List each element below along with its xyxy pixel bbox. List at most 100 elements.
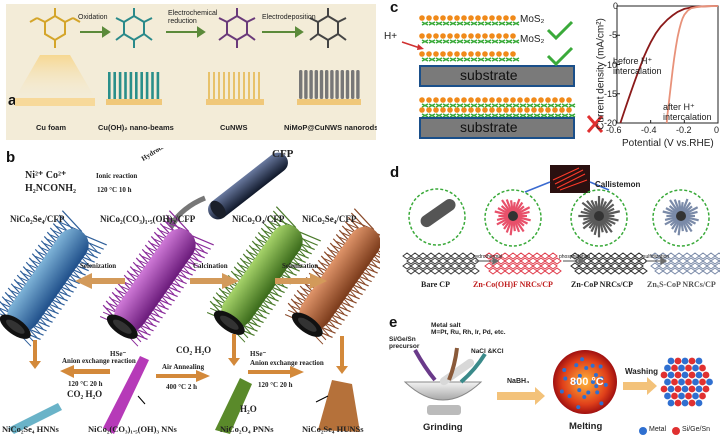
mortar-icon xyxy=(403,381,483,401)
cfp-label: CFP xyxy=(272,148,294,160)
step-hydrothermal: hydrothermal xyxy=(473,254,503,260)
panel-d: d Callistemon hydrotherm xyxy=(385,160,720,308)
tick-x-1: -0.4 xyxy=(641,125,657,135)
anion-label-2: Anion exchange reaction xyxy=(250,359,324,367)
label-cuoh2: Cu(OH)₂ nano-beams xyxy=(98,123,174,132)
rod-nico2o4 xyxy=(206,206,321,343)
arrow-label-selenization-2: Selenization xyxy=(282,262,319,270)
nimop-molecule-icon xyxy=(309,8,347,48)
series-line-1 xyxy=(665,5,719,124)
callistemon-label: Callistemon xyxy=(595,180,641,189)
hplus-arrow-icon xyxy=(401,41,421,49)
annotation-before: before H⁺intercalation xyxy=(613,56,662,76)
substrate-top-label: substrate xyxy=(460,67,518,83)
nimop-substrate xyxy=(297,99,361,105)
tick-x-3: 0 xyxy=(714,125,720,135)
hse-label-2: HSe⁻ xyxy=(250,350,267,358)
hnns-cone xyxy=(8,403,62,434)
cuoh2-substrate xyxy=(106,99,162,105)
substrate-bottom xyxy=(419,117,575,139)
rod-nico2se4-left xyxy=(0,210,107,347)
panel-b-label: b xyxy=(6,149,16,166)
hplus-label: H+ xyxy=(384,31,398,42)
panel-b: b xyxy=(0,148,380,437)
rod-label-4: NiCo₂Se₄/CFP xyxy=(302,214,357,224)
rod-label-2: NiCo₂(CO₃)₁.₅(OH)₃/CFP xyxy=(100,214,196,224)
panel-d-graphic xyxy=(402,165,720,275)
step-electrodeposition: Electrodeposition xyxy=(262,14,316,21)
chart-ylabel: Current density (mA/cm²) xyxy=(595,18,607,130)
panel-c-label: c xyxy=(390,0,399,16)
tick-y-2: -10 xyxy=(604,60,618,70)
tick-y-3: -15 xyxy=(604,89,618,99)
reactant-urea: H₂NCONH₂ xyxy=(25,183,76,194)
step-phosphidation: phosphidation xyxy=(559,254,591,260)
co2h2o-label: CO₂ H₂O xyxy=(67,389,103,399)
bottom-label-3: NiCo₂O₄ PNNs xyxy=(220,424,274,434)
panel-c: c MoS₂ MoS₂ H+ substrate substrate Curre… xyxy=(380,0,720,150)
step-reduction: Electrochemical reduction xyxy=(168,10,218,25)
temp-label: 800 °C xyxy=(570,376,604,388)
nabh4-label: NaBH₄ xyxy=(507,378,530,385)
label-nimop: NiMoP@CuNWS nanorods xyxy=(284,123,377,132)
label-zns-cop: ZnₓS-CoP NRCs/CP xyxy=(647,280,716,289)
co2h2o-top-label: CO₂ H₂O xyxy=(176,345,212,355)
zns-cop-nanorods xyxy=(662,198,699,236)
panel-b-graphic xyxy=(0,152,380,434)
label-bare-cp: Bare CP xyxy=(421,280,450,289)
arrow-selenization-right-icon xyxy=(275,273,327,289)
h2o-label: H₂O xyxy=(240,404,257,414)
rod-nico2co3 xyxy=(99,210,214,347)
bottom-label-2: NiCo₂(CO₃)₁.₅(OH)₃ NNs xyxy=(88,424,177,434)
arrow-selenization-left-icon xyxy=(75,273,125,289)
tick-y-4: -20 xyxy=(604,118,618,128)
cond-label-3: 400 °C 2 h xyxy=(166,383,197,391)
mos2-label-b: MoS₂ xyxy=(520,34,545,45)
substrate-bottom-label: substrate xyxy=(460,119,518,135)
cfp-rod xyxy=(208,152,288,220)
air-annealing: Air Annealing xyxy=(162,363,205,371)
bottom-label-4: NiCo₂Se₄ HUNSs xyxy=(302,424,364,434)
nanocluster xyxy=(660,357,713,407)
panel-c-schematic xyxy=(401,5,719,139)
cond-label-2: 120 °C 20 h xyxy=(68,380,103,388)
cuoh2-molecule-icon xyxy=(115,8,153,48)
panel-d-label: d xyxy=(390,164,400,181)
chart-xlabel: Potential (V vs.RHE) xyxy=(622,138,714,149)
ionic-reaction: Ionic reaction xyxy=(96,172,138,180)
label-cu-foam: Cu foam xyxy=(36,123,66,132)
cond-label-4: 120 °C 20 h xyxy=(258,381,293,389)
legend-sige-dot xyxy=(672,427,680,435)
polarization-chart xyxy=(616,5,719,124)
cunws-molecule-icon xyxy=(218,8,256,48)
bare-cp-rod xyxy=(420,199,456,228)
panel-a: a xyxy=(0,0,377,143)
label-zn-cop: Zn-CoP NRCs/CP xyxy=(571,280,634,289)
substrate-top xyxy=(419,65,575,87)
cu-foam-molecule-icon xyxy=(29,8,81,48)
step-oxidation: Oxidation xyxy=(78,14,108,21)
panel-e-graphic xyxy=(403,347,713,435)
tick-x-0: -0.6 xyxy=(606,125,622,135)
cross-icon xyxy=(586,115,604,133)
arrow-label-calcination: Calcination xyxy=(193,262,228,270)
callistemon-photo xyxy=(550,165,590,193)
grinding-label: Grinding xyxy=(423,422,463,433)
pnns-cone xyxy=(215,378,252,434)
rod-label-3: NiCo₂O₄/CFP xyxy=(232,214,285,224)
legend-metal-dot xyxy=(639,427,647,435)
legend-sige: Si/Ge/Sn xyxy=(682,426,711,433)
reactant-ions: Ni²⁺ Co²⁺ xyxy=(25,170,67,181)
label-zn-co-oh-f: Zn-Co(OH)F NRCs/CP xyxy=(473,280,553,289)
melting-label: Melting xyxy=(569,421,603,432)
anion-label-1: Anion exchange reaction xyxy=(62,357,136,365)
rod-label-1: NiCo₂Se₄/CFP xyxy=(10,214,65,224)
zn-cop-nanorods xyxy=(578,195,621,238)
hse-label-1: HSe⁻ xyxy=(110,350,127,358)
washing-label: Washing xyxy=(625,367,659,376)
arrow-to-washing-icon xyxy=(623,377,657,395)
legend-metal: Metal xyxy=(649,426,667,433)
